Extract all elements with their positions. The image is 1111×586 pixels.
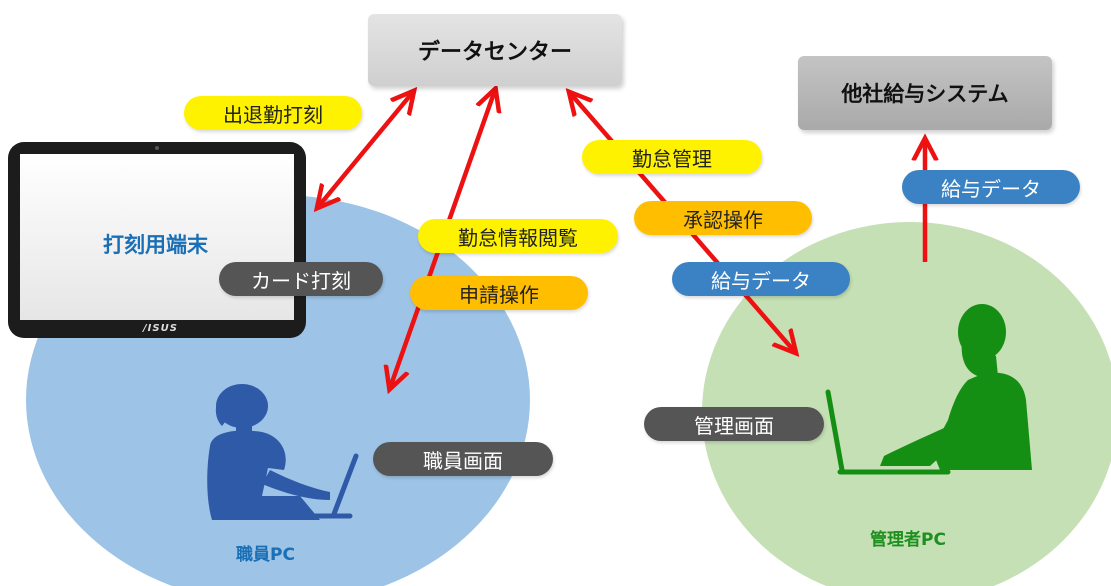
label-staff-screen: 職員画面: [373, 442, 553, 476]
staff-laptop-icon: [259, 453, 359, 519]
label-payroll-data-1: 給与データ: [672, 262, 850, 296]
tablet-brand-logo: /ISUS: [143, 323, 178, 334]
label-approval: 承認操作: [634, 201, 812, 235]
admin-pc-label: 管理者PC: [870, 530, 946, 550]
admin-laptop-icon: [825, 389, 951, 475]
label-clock-in-out: 出退勤打刻: [184, 96, 362, 130]
label-admin-screen: 管理画面: [644, 407, 824, 441]
staff-pc-label: 職員PC: [236, 545, 295, 565]
label-attendance-mgmt: 勤怠管理: [582, 140, 762, 174]
data-center-box: データセンター: [368, 14, 622, 86]
terminal-label: 打刻用端末: [103, 233, 208, 257]
admin-person-icon: [880, 304, 1032, 470]
staff-person-icon: [207, 384, 330, 520]
label-attendance-view: 勤怠情報閲覧: [418, 219, 618, 253]
data-center-label: データセンター: [417, 40, 572, 65]
label-card-punch: カード打刻: [219, 262, 383, 296]
external-payroll-label: 他社給与システム: [841, 82, 1009, 106]
label-payroll-data-2: 給与データ: [902, 170, 1080, 204]
admin-pc-circle: [702, 222, 1111, 586]
external-payroll-box: 他社給与システム: [798, 56, 1052, 130]
label-application: 申請操作: [410, 276, 588, 310]
